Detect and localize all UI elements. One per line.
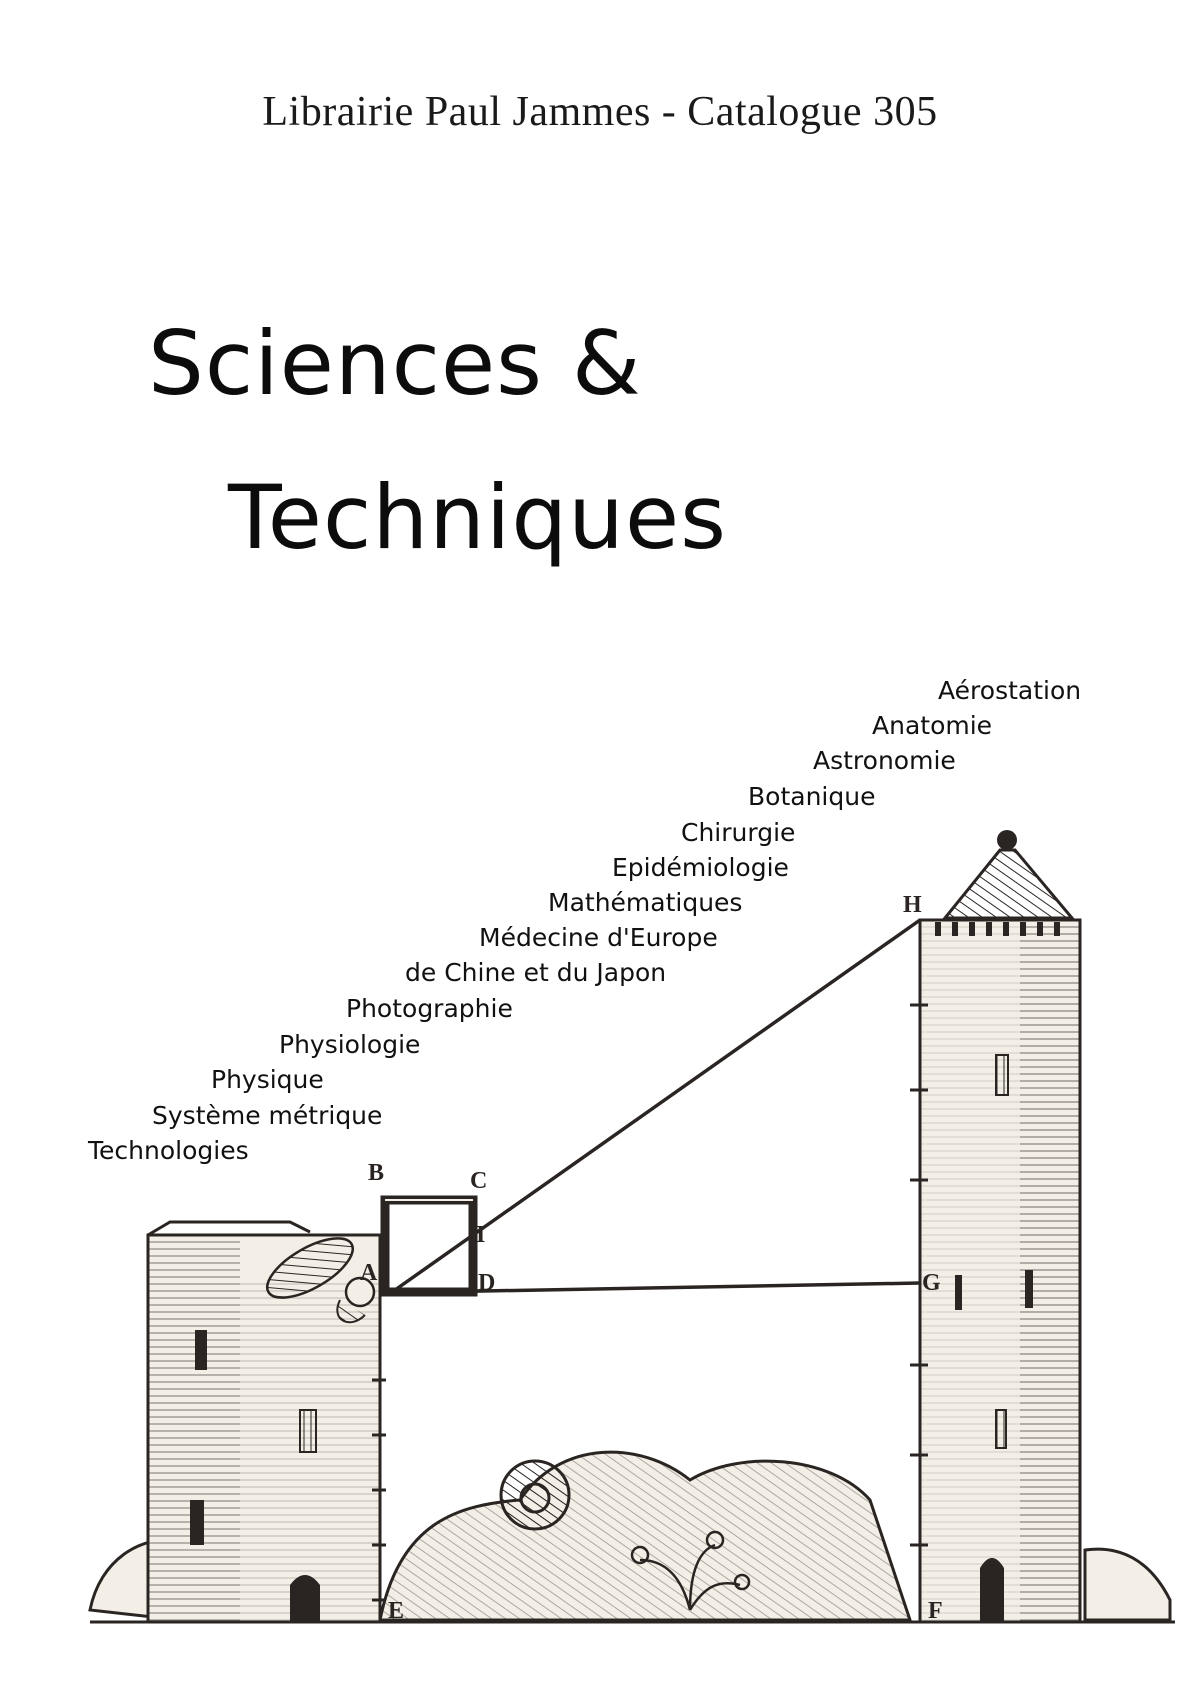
engraving-letter: C (470, 1168, 487, 1194)
right-tower (910, 830, 1082, 1624)
engraving-letter: G (922, 1270, 941, 1296)
topic-item: Technologies (88, 1136, 249, 1165)
left-tower (146, 1220, 386, 1624)
engraving-letter: A (360, 1260, 378, 1286)
engraving-letter: F (928, 1598, 943, 1624)
topic-item: Epidémiologie (612, 853, 789, 882)
topic-item: Botanique (748, 782, 876, 811)
hills (88, 1450, 1175, 1624)
engraving-letter: D (478, 1270, 495, 1296)
topic-item: Mathématiques (548, 888, 743, 917)
title-line-2: Techniques (228, 466, 727, 569)
topic-item: Chirurgie (681, 818, 796, 847)
engraving-letter: H (903, 892, 922, 918)
engraving-letter: B (368, 1160, 384, 1186)
topic-item: Physiologie (279, 1030, 421, 1059)
topic-item: Astronomie (813, 746, 956, 775)
geometric-square-instrument (380, 1195, 478, 1297)
topic-item: Médecine d'Europe (479, 923, 718, 952)
catalogue-header: Librairie Paul Jammes - Catalogue 305 (262, 89, 938, 135)
engraving-letter: I (476, 1222, 485, 1248)
engraving-letter: E (388, 1598, 404, 1624)
topic-item: Photographie (346, 994, 513, 1023)
topic-item: de Chine et du Japon (405, 958, 667, 987)
title-line-1: Sciences & (148, 312, 642, 415)
topic-item: Anatomie (872, 711, 993, 740)
topic-item: Aérostation (938, 676, 1082, 705)
topic-item: Système métrique (152, 1101, 383, 1130)
sight-lines (393, 918, 922, 1294)
topic-item: Physique (211, 1065, 324, 1094)
